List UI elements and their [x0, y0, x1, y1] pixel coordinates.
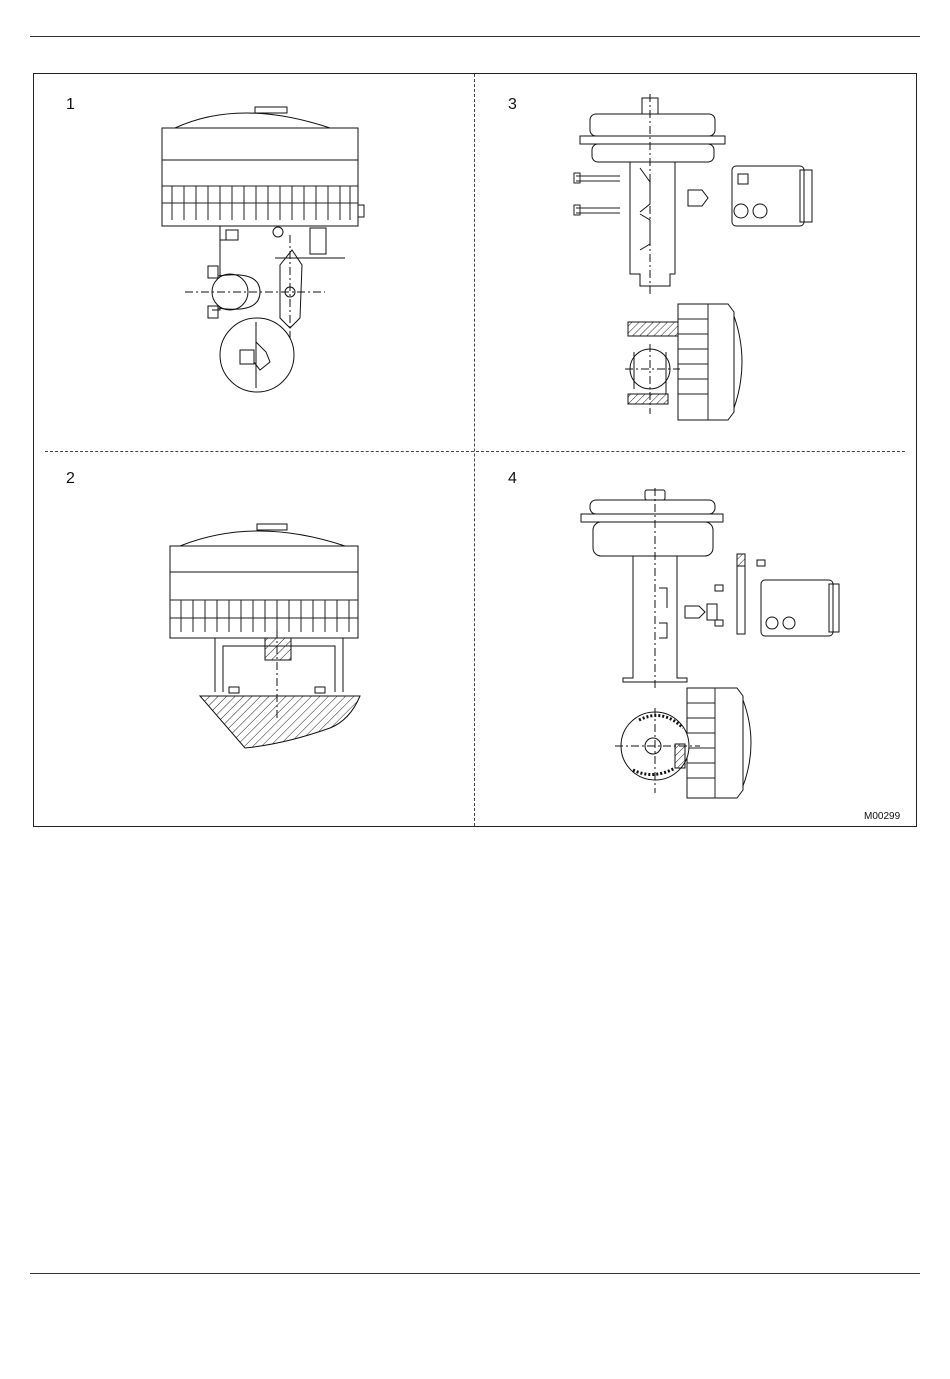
panel-number-1: 1	[66, 97, 75, 113]
panel-number-2: 2	[66, 471, 75, 487]
panel-number-3: 3	[508, 97, 517, 113]
pipe-mount-drawing	[150, 100, 380, 400]
panel-number-4: 4	[508, 471, 517, 487]
footer-rule	[30, 1273, 920, 1274]
panel-divider-vertical	[474, 74, 475, 826]
panel-divider-horizontal	[45, 451, 905, 452]
rotary-actuator-mount-drawing	[575, 488, 845, 808]
header-rule	[30, 36, 920, 37]
linear-actuator-mount-drawing	[570, 94, 820, 424]
drawing-code: M00299	[864, 811, 900, 822]
wall-mount-drawing	[165, 520, 365, 760]
